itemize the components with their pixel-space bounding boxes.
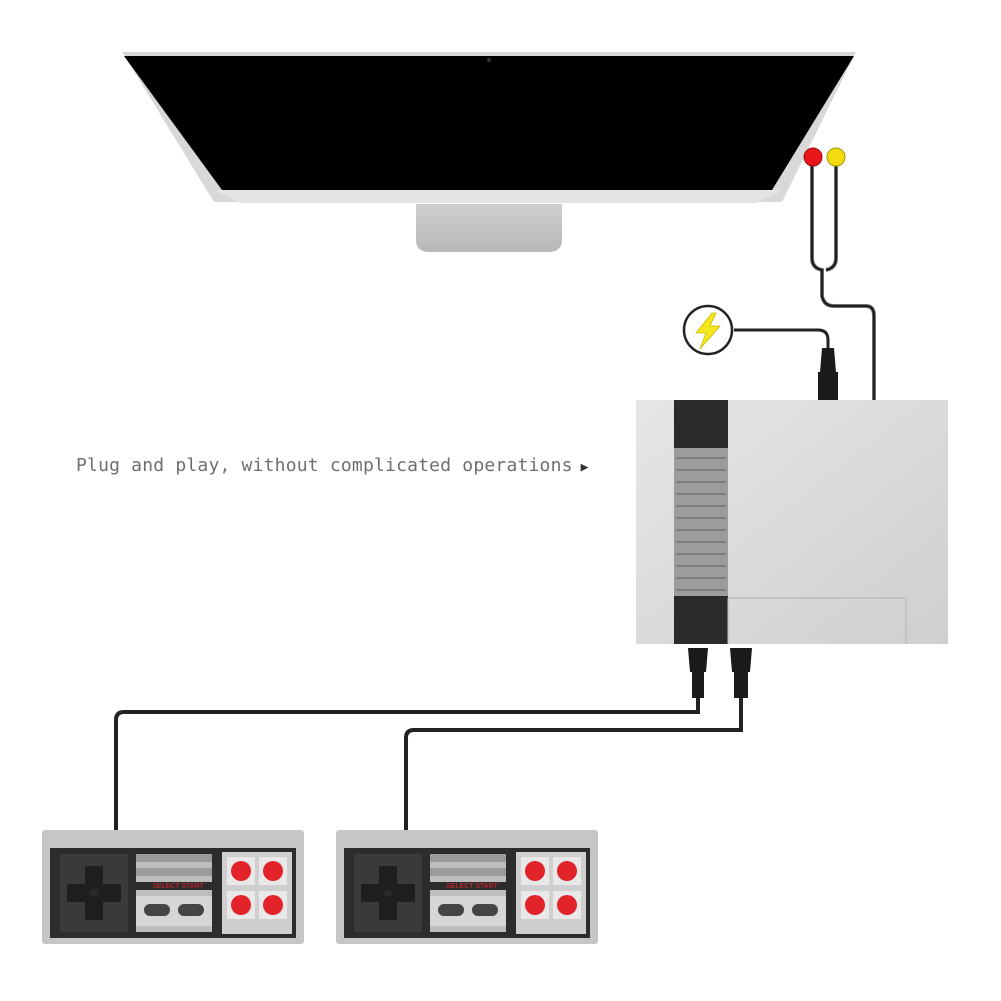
rca-plug-yellow xyxy=(826,147,846,167)
monitor-camera xyxy=(487,58,491,62)
lightning-icon xyxy=(695,312,721,350)
controller-1 xyxy=(42,830,304,944)
monitor-chin xyxy=(214,190,782,203)
caption-arrow-icon: ▶ xyxy=(580,460,589,475)
console-ridge-panel xyxy=(674,448,728,596)
controller-2 xyxy=(336,830,598,944)
monitor xyxy=(122,52,856,252)
console xyxy=(636,400,948,644)
monitor-stand xyxy=(416,204,562,252)
controller-2-select-start: SELECT START xyxy=(446,883,498,890)
controller-cables xyxy=(114,648,752,832)
rca-plug-red xyxy=(803,147,823,167)
controller-1-select-start: SELECT START xyxy=(152,883,204,890)
caption: Plug and play, without complicated opera… xyxy=(76,455,589,476)
console-ridges xyxy=(676,457,726,591)
monitor-screen xyxy=(124,56,854,190)
power-cable xyxy=(682,304,838,400)
dpad-icon xyxy=(361,866,415,920)
console-top-black-block xyxy=(674,400,728,448)
console-bottom-black-block xyxy=(674,596,728,644)
caption-text: Plug and play, without complicated opera… xyxy=(76,455,573,476)
dpad-icon xyxy=(67,866,121,920)
av-cable xyxy=(803,147,876,400)
console-cartridge-flap xyxy=(728,597,907,644)
